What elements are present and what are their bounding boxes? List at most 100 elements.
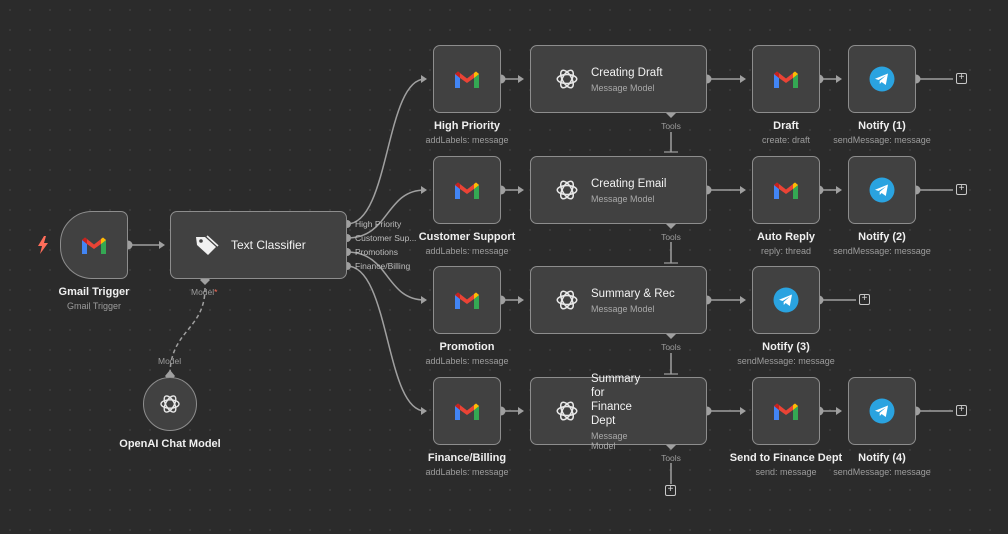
notify-4-label: Notify (4) sendMessage: message (797, 451, 967, 478)
node-subtitle: reply: thread (760, 246, 812, 256)
output-promotions: Promotions (355, 247, 398, 257)
add-node-button[interactable]: + (956, 184, 967, 195)
high-priority-label: High Priority addLabels: message (382, 119, 552, 146)
finance-billing-label: Finance/Billing addLabels: message (382, 451, 552, 478)
node-subtitle: addLabels: message (425, 356, 509, 366)
telegram-icon (773, 287, 799, 313)
output-high-priority: High Priority (355, 219, 402, 229)
openai-icon (160, 395, 180, 413)
gmail-icon (455, 403, 479, 420)
node-title: High Priority (433, 120, 500, 132)
notify-3-label: Notify (3) sendMessage: message (701, 340, 871, 367)
add-node-button[interactable]: + (859, 294, 870, 305)
gmail-draft-node[interactable] (752, 45, 820, 113)
notify-2-label: Notify (2) sendMessage: message (797, 230, 967, 257)
gmail-icon (455, 71, 479, 88)
node-subtitle: Gmail Trigger (66, 301, 121, 311)
telegram-icon (869, 66, 895, 92)
ai-node-title: Summary & Rec (591, 287, 675, 300)
node-title: Notify (3) (762, 341, 810, 353)
openai-chat-model-node[interactable] (143, 377, 197, 431)
node-title: Draft (773, 120, 799, 132)
openai-chat-model-label: OpenAI Chat Model (85, 437, 255, 451)
node-title: Send to Finance Dept (729, 452, 843, 464)
tools-port-label: Tools (661, 453, 681, 463)
node-title: Customer Support (418, 231, 516, 243)
node-title: Notify (2) (858, 231, 906, 243)
add-node-button[interactable]: + (956, 405, 967, 416)
notify-3-node[interactable] (752, 266, 820, 334)
draft-label: Draft create: draft (701, 119, 871, 146)
node-title: Notify (4) (858, 452, 906, 464)
output-finance-billing: Finance/Billing (355, 261, 411, 271)
notify-1-label: Notify (1) sendMessage: message (797, 119, 967, 146)
bolt-icon (38, 236, 48, 254)
telegram-icon (869, 177, 895, 203)
model-port-text: Model (191, 287, 215, 297)
gmail-finance-billing-node[interactable] (433, 377, 501, 445)
gmail-icon (82, 237, 106, 254)
text-classifier-node[interactable]: Text Classifier (170, 211, 347, 279)
gmail-icon (774, 71, 798, 88)
openai-icon (556, 180, 578, 200)
add-tool-button[interactable]: + (665, 485, 676, 496)
node-subtitle: addLabels: message (425, 246, 509, 256)
openai-icon (556, 69, 578, 89)
gmail-promotion-node[interactable] (433, 266, 501, 334)
node-title: Auto Reply (756, 231, 816, 243)
ai-node-subtitle: Message Model (591, 430, 628, 451)
gmail-customer-support-node[interactable] (433, 156, 501, 224)
chat-model-port-label: Model (158, 356, 182, 366)
gmail-trigger-node[interactable] (60, 211, 128, 279)
gmail-send-finance-node[interactable] (752, 377, 820, 445)
add-node-button[interactable]: + (956, 73, 967, 84)
ai-node-subtitle: Message Model (591, 193, 655, 204)
ai-node-title: Summary for Finance Dept (591, 372, 641, 427)
gmail-high-priority-node[interactable] (433, 45, 501, 113)
output-customer-support: Customer Sup... (355, 233, 417, 243)
node-subtitle: create: draft (761, 135, 811, 145)
ai-node-subtitle: Message Model (591, 82, 655, 93)
node-title: Gmail Trigger (58, 286, 130, 298)
gmail-icon (774, 182, 798, 199)
node-subtitle: sendMessage: message (833, 467, 931, 477)
notify-1-node[interactable] (848, 45, 916, 113)
node-subtitle: sendMessage: message (737, 356, 835, 366)
node-title: OpenAI Chat Model (119, 438, 221, 450)
notify-2-node[interactable] (848, 156, 916, 224)
model-port-label: Model* (191, 287, 217, 297)
customer-support-label: Customer Support addLabels: message (382, 230, 552, 257)
node-subtitle: addLabels: message (425, 467, 509, 477)
required-marker: * (214, 287, 218, 297)
promotion-label: Promotion addLabels: message (382, 340, 552, 367)
tag-icon (196, 235, 219, 255)
auto-reply-label: Auto Reply reply: thread (701, 230, 871, 257)
gmail-icon (774, 403, 798, 420)
node-title: Finance/Billing (427, 452, 507, 464)
node-subtitle: sendMessage: message (833, 246, 931, 256)
gmail-trigger-label: Gmail Trigger Gmail Trigger (9, 285, 179, 312)
node-subtitle: sendMessage: message (833, 135, 931, 145)
tools-port-label: Tools (661, 342, 681, 352)
text-classifier-title: Text Classifier (231, 238, 306, 252)
gmail-icon (455, 182, 479, 199)
node-title: Promotion (439, 341, 495, 353)
ai-node-subtitle: Message Model (591, 303, 655, 314)
openai-icon (556, 290, 578, 310)
ai-node-title: Creating Draft (591, 66, 663, 79)
node-title: Notify (1) (858, 120, 906, 132)
node-subtitle: addLabels: message (425, 135, 509, 145)
notify-4-node[interactable] (848, 377, 916, 445)
gmail-icon (455, 292, 479, 309)
telegram-icon (869, 398, 895, 424)
gmail-auto-reply-node[interactable] (752, 156, 820, 224)
openai-icon (556, 401, 578, 421)
tools-port-label: Tools (661, 121, 681, 131)
tools-port-label: Tools (661, 232, 681, 242)
node-subtitle: send: message (755, 467, 817, 477)
ai-node-title: Creating Email (591, 177, 667, 190)
